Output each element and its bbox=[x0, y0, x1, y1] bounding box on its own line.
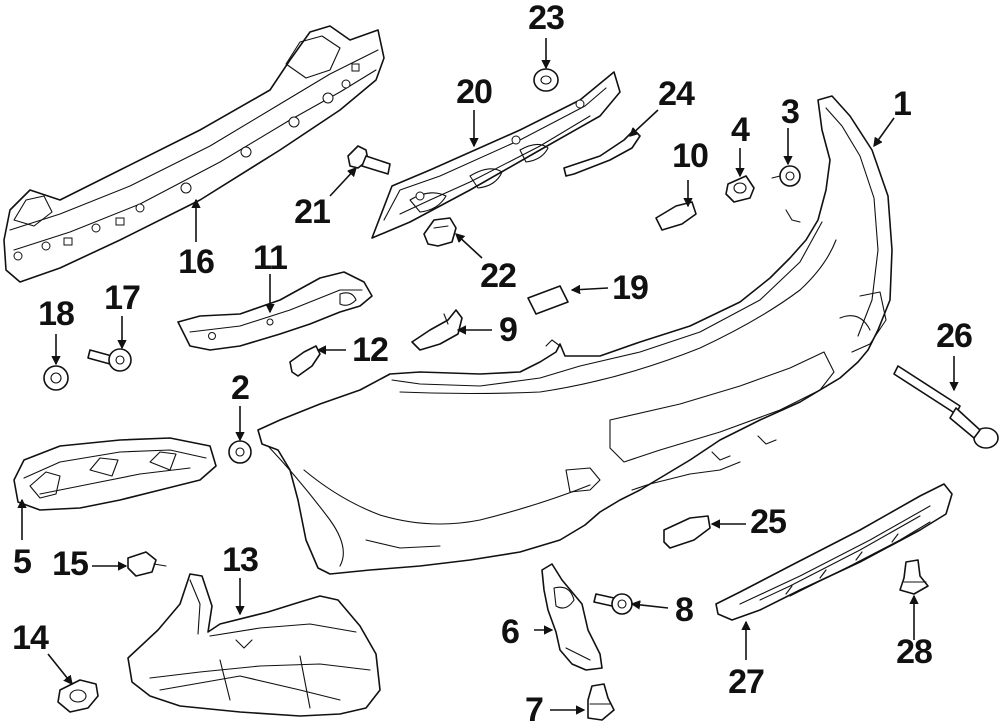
callout-22: 22 bbox=[480, 257, 516, 295]
callout-16: 16 bbox=[178, 243, 214, 281]
callout-17: 17 bbox=[104, 279, 140, 317]
part-splash-shield bbox=[127, 573, 381, 717]
fastener-21 bbox=[347, 145, 391, 175]
callout-1: 1 bbox=[893, 85, 911, 123]
part-side-bracket bbox=[13, 437, 217, 511]
callout-21: 21 bbox=[294, 193, 330, 231]
part-bracket-11 bbox=[177, 271, 373, 351]
part-clip-22 bbox=[423, 217, 457, 247]
part-lower-diffuser bbox=[715, 483, 953, 621]
fastener-14 bbox=[57, 679, 99, 713]
part-reflector-19 bbox=[527, 285, 569, 315]
fastener-7 bbox=[587, 683, 615, 721]
callout-7: 7 bbox=[525, 691, 543, 726]
fastener-26 bbox=[893, 365, 999, 449]
callout-24: 24 bbox=[658, 75, 695, 113]
callout-23: 23 bbox=[528, 0, 564, 37]
leader-lines bbox=[22, 38, 954, 710]
fastener-23 bbox=[533, 68, 559, 92]
callout-28: 28 bbox=[896, 633, 932, 671]
callout-8: 8 bbox=[675, 591, 693, 629]
callout-6: 6 bbox=[501, 613, 519, 651]
fastener-3 bbox=[771, 165, 801, 187]
part-cap-25 bbox=[663, 515, 711, 549]
callout-14: 14 bbox=[12, 619, 49, 657]
callout-9: 9 bbox=[499, 311, 517, 349]
callout-2: 2 bbox=[231, 369, 249, 407]
fastener-18 bbox=[43, 365, 69, 391]
fastener-4 bbox=[725, 175, 755, 203]
part-bracket-6 bbox=[541, 563, 603, 671]
fastener-2 bbox=[228, 440, 252, 464]
fastener-28 bbox=[899, 559, 929, 595]
callout-10: 10 bbox=[672, 137, 708, 175]
callout-19: 19 bbox=[612, 269, 648, 307]
fastener-10 bbox=[655, 201, 697, 231]
fastener-17 bbox=[87, 348, 132, 372]
fastener-8 bbox=[593, 593, 633, 615]
callout-18: 18 bbox=[38, 295, 74, 333]
part-reinforcement-beam bbox=[3, 25, 385, 283]
callout-20: 20 bbox=[456, 73, 492, 111]
callout-27: 27 bbox=[728, 663, 764, 701]
part-energy-absorber bbox=[371, 71, 621, 239]
callout-labels: 1 2 3 4 5 6 7 8 9 10 11 12 13 14 15 16 1… bbox=[12, 0, 973, 726]
part-wire-bracket-24 bbox=[563, 129, 641, 177]
part-bracket-9 bbox=[411, 309, 463, 351]
callout-13: 13 bbox=[222, 541, 258, 579]
fastener-12 bbox=[289, 345, 321, 377]
callout-12: 12 bbox=[352, 331, 388, 369]
callout-25: 25 bbox=[750, 503, 786, 541]
callout-3: 3 bbox=[781, 93, 799, 131]
callout-11: 11 bbox=[253, 239, 287, 277]
fastener-15 bbox=[127, 551, 167, 577]
callout-15: 15 bbox=[52, 545, 88, 583]
callout-5: 5 bbox=[13, 543, 31, 581]
part-bumper-cover bbox=[257, 95, 893, 575]
callout-26: 26 bbox=[936, 317, 972, 355]
callout-4: 4 bbox=[731, 111, 750, 149]
